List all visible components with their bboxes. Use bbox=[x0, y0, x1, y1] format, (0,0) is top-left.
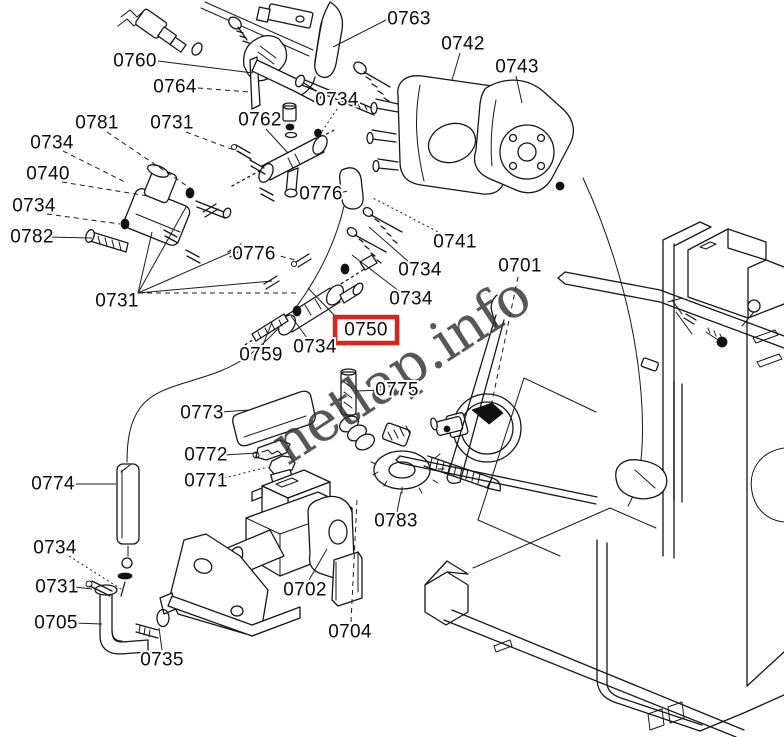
part-label-0764[interactable]: 0764 bbox=[151, 75, 198, 100]
part-label-0734[interactable]: 0734 bbox=[291, 335, 338, 360]
part-label-0742[interactable]: 0742 bbox=[439, 32, 486, 57]
part-label-0701[interactable]: 0701 bbox=[496, 254, 543, 279]
part-label-0775[interactable]: 0775 bbox=[373, 378, 420, 403]
part-label-0759[interactable]: 0759 bbox=[237, 343, 284, 368]
part-label-0783[interactable]: 0783 bbox=[372, 509, 419, 534]
part-label-0772[interactable]: 0772 bbox=[182, 443, 229, 468]
part-label-0705[interactable]: 0705 bbox=[32, 611, 79, 636]
part-label-0731[interactable]: 0731 bbox=[93, 289, 140, 314]
pump-assembly-art bbox=[159, 469, 363, 637]
part-label-0734[interactable]: 0734 bbox=[387, 287, 434, 312]
bracket-strip-art bbox=[256, 1, 391, 102]
part-label-0741[interactable]: 0741 bbox=[431, 230, 478, 255]
boiler-cover-art bbox=[473, 79, 575, 194]
part-label-0782[interactable]: 0782 bbox=[8, 225, 55, 250]
part-label-0743[interactable]: 0743 bbox=[493, 55, 540, 80]
part-label-0763[interactable]: 0763 bbox=[385, 7, 432, 32]
part-label-0781[interactable]: 0781 bbox=[73, 111, 120, 136]
part-label-0760[interactable]: 0760 bbox=[111, 49, 158, 74]
part-label-0734[interactable]: 0734 bbox=[396, 258, 443, 283]
hose-art bbox=[116, 205, 345, 597]
part-label-0734[interactable]: 0734 bbox=[28, 131, 75, 156]
part-label-0734[interactable]: 0734 bbox=[10, 194, 57, 219]
part-label-0771[interactable]: 0771 bbox=[182, 469, 229, 494]
steam-valve-art bbox=[231, 102, 335, 202]
part-label-0762[interactable]: 0762 bbox=[236, 108, 283, 133]
part-label-0735[interactable]: 0735 bbox=[138, 648, 185, 673]
part-label-0734[interactable]: 0734 bbox=[313, 88, 360, 113]
safety-valve-art bbox=[85, 164, 232, 264]
elbow-fitting-art bbox=[85, 580, 170, 655]
chassis-frame-art bbox=[395, 177, 784, 737]
part-label-0774[interactable]: 0774 bbox=[29, 472, 76, 497]
leader-lines bbox=[46, 18, 523, 651]
leader-fan-0731 bbox=[137, 206, 300, 294]
part-label-0704[interactable]: 0704 bbox=[326, 620, 373, 645]
part-label-0731[interactable]: 0731 bbox=[148, 111, 195, 136]
part-label-0776[interactable]: 0776 bbox=[297, 182, 344, 207]
part-label-0702[interactable]: 0702 bbox=[281, 578, 328, 603]
part-label-0773[interactable]: 0773 bbox=[178, 401, 225, 426]
highlight-box-0750[interactable] bbox=[332, 314, 400, 346]
heating-coil-art bbox=[370, 450, 501, 494]
part-label-0734[interactable]: 0734 bbox=[31, 536, 78, 561]
part-label-0750[interactable]: 0750 bbox=[344, 320, 387, 341]
diagram-line-art bbox=[85, 1, 784, 737]
part-label-0740[interactable]: 0740 bbox=[24, 162, 71, 187]
valve-0750-art bbox=[202, 203, 378, 349]
pin-spring-art bbox=[339, 368, 411, 451]
part-label-0776[interactable]: 0776 bbox=[230, 242, 277, 267]
switch-assembly-art bbox=[117, 1, 314, 57]
part-label-0731[interactable]: 0731 bbox=[33, 575, 80, 600]
